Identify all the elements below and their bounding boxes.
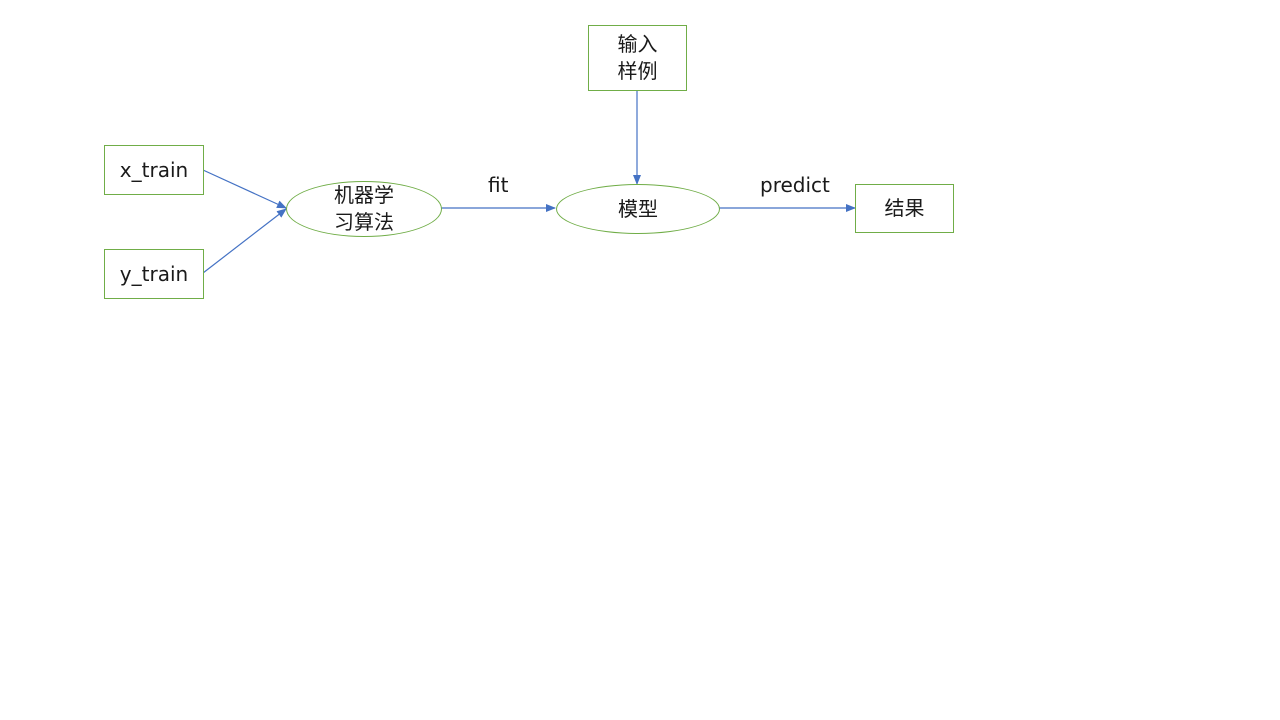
edge-label-fit: fit xyxy=(488,173,509,197)
node-input-label: 输入 样例 xyxy=(617,32,658,83)
node-result-label: 结果 xyxy=(884,196,925,220)
edge-y-train-to-algorithm xyxy=(202,208,287,274)
node-model: 模型 xyxy=(556,184,720,234)
node-algorithm-label: 机器学 习算法 xyxy=(334,183,394,234)
node-result: 结果 xyxy=(855,184,954,233)
node-x-train-label: x_train xyxy=(119,157,189,182)
node-y-train: y_train xyxy=(104,249,204,299)
edge-x-train-to-algorithm xyxy=(202,169,287,209)
node-input: 输入 样例 xyxy=(588,25,687,91)
node-algorithm: 机器学 习算法 xyxy=(286,181,442,237)
node-model-label: 模型 xyxy=(618,196,658,221)
edge-label-predict: predict xyxy=(760,173,830,197)
node-x-train: x_train xyxy=(104,145,204,195)
node-y-train-label: y_train xyxy=(119,261,189,286)
